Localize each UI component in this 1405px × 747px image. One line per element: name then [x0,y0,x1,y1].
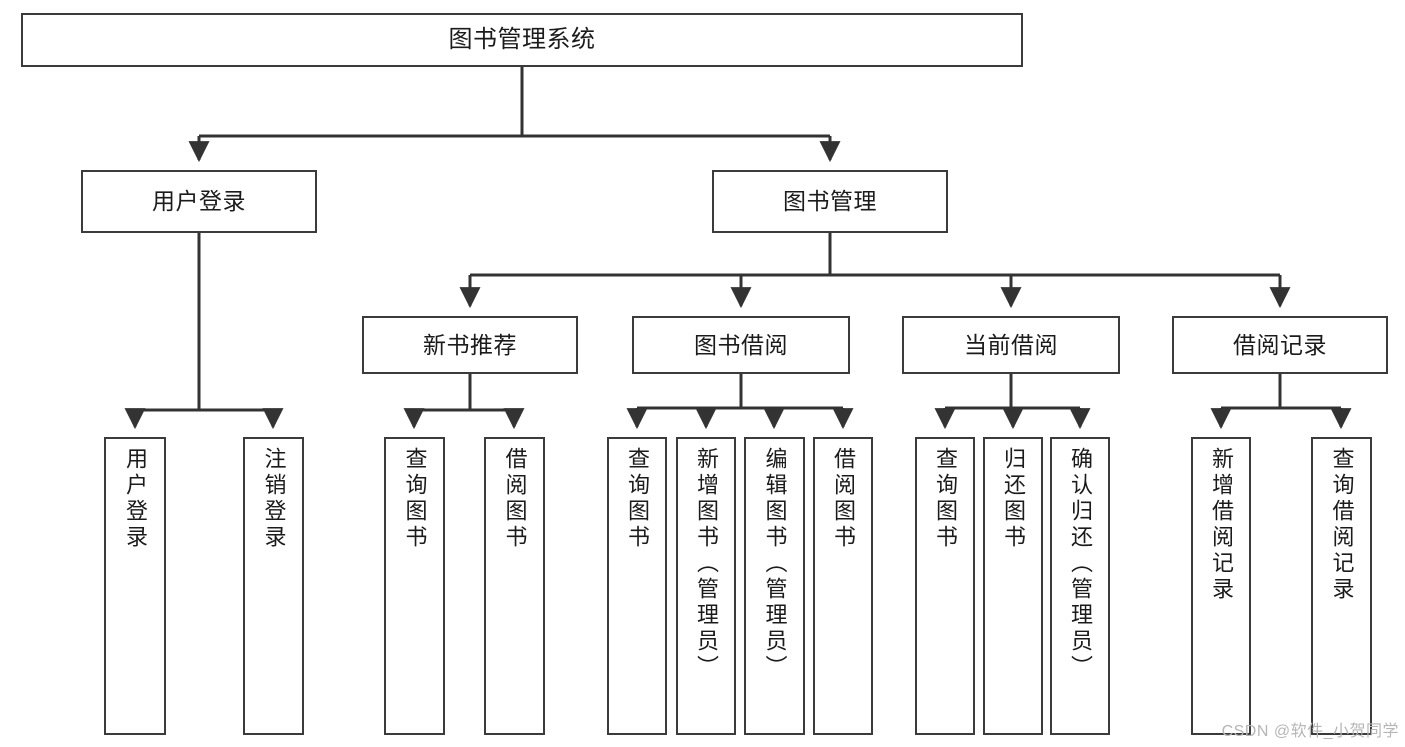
node-leaf-add-borrow-record-label: 新增借阅记录 [1209,447,1234,603]
node-leaf-confirm-return[interactable]: 确认归还（管理员） [1050,437,1110,735]
node-book-borrow[interactable]: 图书借阅 [632,316,850,374]
node-current-borrow[interactable]: 当前借阅 [902,316,1120,374]
node-leaf-user-logout[interactable]: 注销登录 [243,437,304,735]
node-leaf-return-book[interactable]: 归还图书 [983,437,1043,735]
node-leaf-borrow-book-label: 借阅图书 [831,447,856,551]
node-leaf-query-book-current-label: 查询图书 [933,447,958,551]
node-new-book-recommend[interactable]: 新书推荐 [362,316,578,374]
node-leaf-query-borrow-record[interactable]: 查询借阅记录 [1311,437,1372,735]
node-leaf-return-book-label: 归还图书 [1001,447,1026,551]
node-borrow-record[interactable]: 借阅记录 [1172,316,1388,374]
node-user-login[interactable]: 用户登录 [81,170,317,233]
node-book-borrow-label: 图书借阅 [694,331,788,358]
node-leaf-query-book-borrow[interactable]: 查询图书 [607,437,667,735]
node-leaf-user-logout-label: 注销登录 [261,447,287,551]
node-book-manage-label: 图书管理 [783,188,877,215]
node-leaf-borrow-book[interactable]: 借阅图书 [813,437,873,735]
node-root-label: 图书管理系统 [448,26,596,54]
node-leaf-confirm-return-label: 确认归还（管理员） [1068,447,1093,681]
node-leaf-query-book-current[interactable]: 查询图书 [915,437,975,735]
node-book-manage[interactable]: 图书管理 [712,170,948,233]
node-leaf-borrow-book-recommend[interactable]: 借阅图书 [484,437,545,735]
node-leaf-user-login[interactable]: 用户登录 [104,437,166,735]
node-leaf-borrow-book-recommend-label: 借阅图书 [502,447,528,551]
node-leaf-edit-book[interactable]: 编辑图书（管理员） [744,437,805,735]
node-leaf-edit-book-label: 编辑图书（管理员） [762,447,788,681]
node-current-borrow-label: 当前借阅 [964,331,1058,358]
node-leaf-user-login-label: 用户登录 [123,447,148,551]
node-leaf-query-book-recommend-label: 查询图书 [402,447,428,551]
node-user-login-label: 用户登录 [152,188,246,215]
node-root[interactable]: 图书管理系统 [21,13,1023,67]
node-borrow-record-label: 借阅记录 [1233,331,1327,358]
node-leaf-query-book-recommend[interactable]: 查询图书 [384,437,445,735]
node-leaf-query-book-borrow-label: 查询图书 [625,447,650,551]
node-leaf-add-book[interactable]: 新增图书（管理员） [676,437,736,735]
node-new-book-recommend-label: 新书推荐 [423,331,517,358]
node-leaf-add-book-label: 新增图书（管理员） [694,447,719,681]
node-leaf-query-borrow-record-label: 查询借阅记录 [1329,447,1355,603]
node-leaf-add-borrow-record[interactable]: 新增借阅记录 [1191,437,1251,735]
